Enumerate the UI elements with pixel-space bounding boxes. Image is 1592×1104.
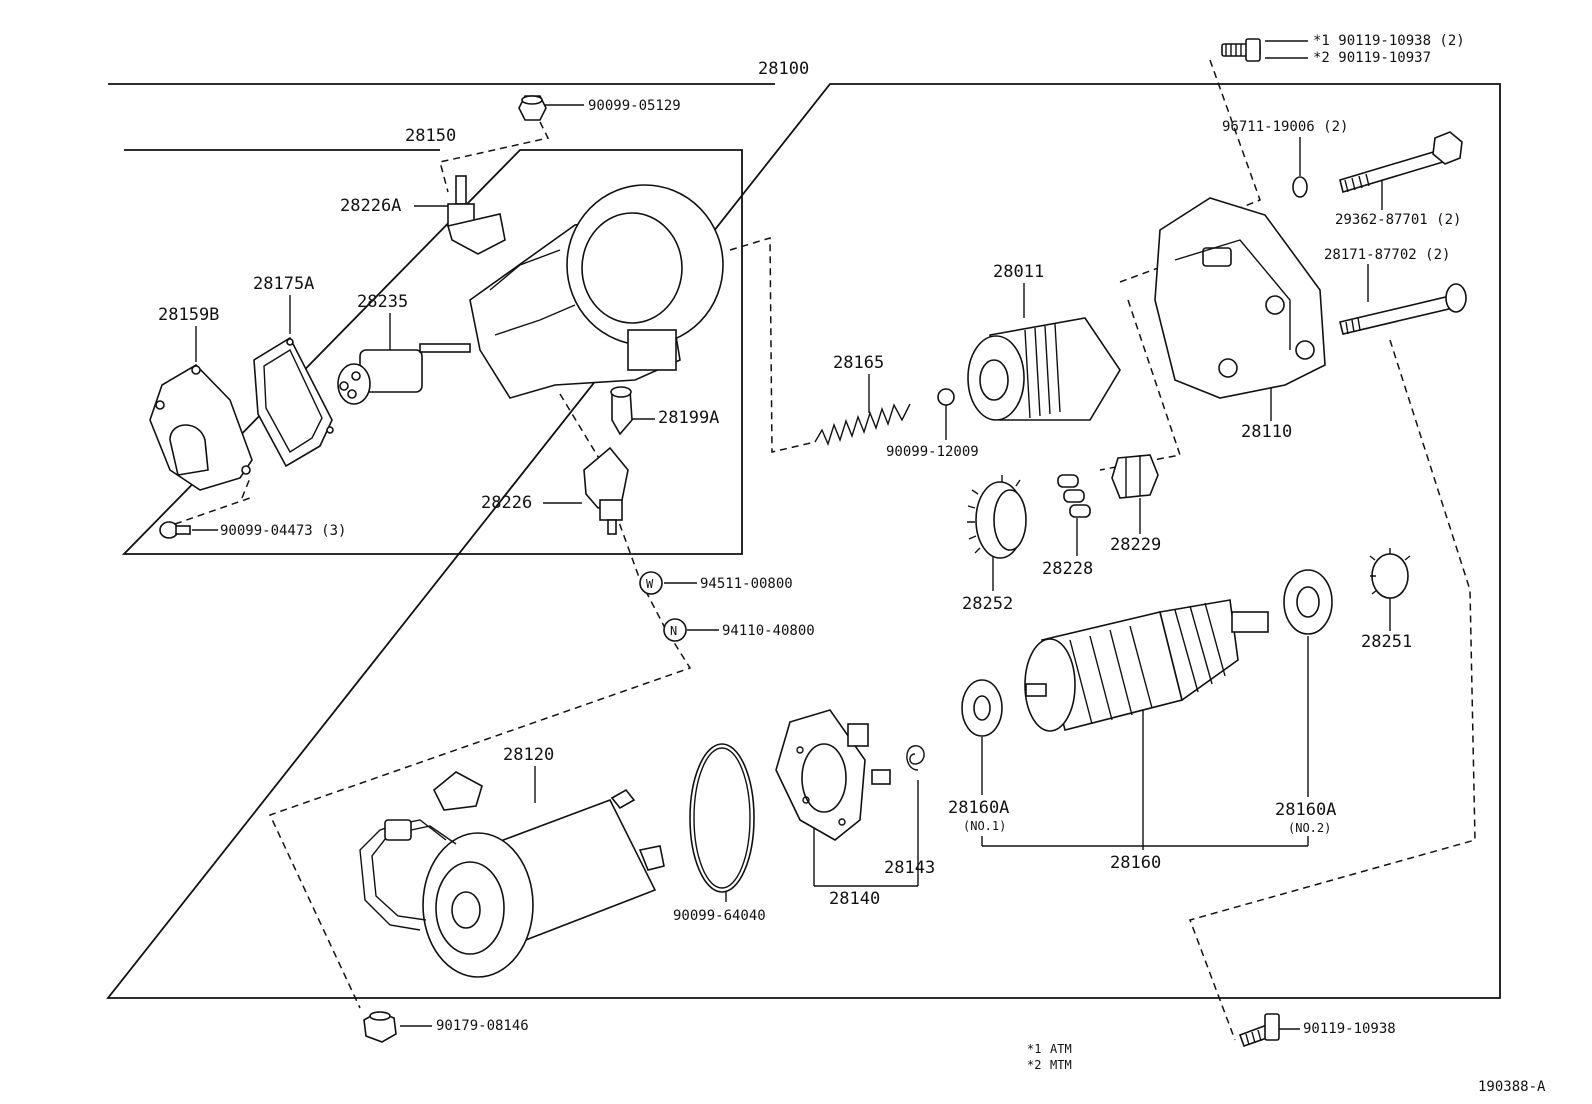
bearing-1 (961, 679, 1003, 737)
yoke (359, 771, 665, 978)
idle-gear (967, 475, 1027, 559)
contact (583, 446, 629, 535)
nut-top (518, 95, 547, 121)
through-bolt (1339, 131, 1463, 194)
label-bearing-1: 28160A (948, 798, 1009, 818)
label-housing-assy: 28150 (405, 126, 456, 146)
label-gasket: 28175A (253, 274, 314, 294)
label-bearing-1-note: (NO.1) (963, 819, 1006, 833)
label-holder: 28199A (658, 408, 719, 428)
oring-big (689, 743, 755, 893)
footnote-2-text: MTM (1050, 1058, 1072, 1072)
brush-spring (906, 745, 925, 771)
housing-frame (121, 149, 743, 555)
bolt-bottom (1238, 1013, 1280, 1048)
armature (1024, 599, 1269, 732)
label-housing: 28110 (1241, 422, 1292, 442)
label-yoke: 28120 (503, 745, 554, 765)
brush-holder (775, 709, 891, 841)
label-bearing-2: 28160A (1275, 800, 1336, 820)
nut-n: N (663, 618, 687, 642)
footnote-2-mark: *2 (1027, 1058, 1041, 1072)
label-gear-idle: 28252 (962, 594, 1013, 614)
svg-text:W: W (646, 577, 654, 591)
label-retainer: 28229 (1110, 535, 1161, 555)
leader-lines (192, 40, 1391, 1030)
steel-ball (937, 388, 955, 406)
label-nut-bottom: 90179-08146 (436, 1018, 529, 1034)
label-screw-cover: 90099-04473 (3) (220, 523, 346, 539)
label-cover: 28159B (158, 305, 219, 325)
label-washer: 94511-00800 (700, 576, 793, 592)
switch-housing (469, 184, 724, 399)
label-bolt-bottom: 90119-10938 (1303, 1021, 1396, 1037)
label-ball: 90099-12009 (886, 444, 979, 460)
label-oring-small: 96711-19006 (2) (1222, 119, 1348, 135)
plunger (337, 343, 471, 405)
bolt-top (1221, 38, 1261, 62)
label-gear-small: 28251 (1361, 632, 1412, 652)
through-bolt-2 (1339, 283, 1467, 335)
oring-small (1292, 176, 1308, 198)
svg-text:N: N (670, 624, 677, 638)
label-brush-spring: 28143 (884, 858, 935, 878)
retainer (1111, 454, 1159, 499)
label-armature: 28160 (1110, 853, 1161, 873)
label-contact: 28226 (481, 493, 532, 513)
contact-a (446, 175, 506, 255)
label-oring-big: 90099-64040 (673, 908, 766, 924)
holder (610, 386, 633, 436)
label-through-bolt-2: 28171-87702 (2) (1324, 247, 1450, 263)
gasket (253, 336, 334, 468)
clutch (967, 317, 1121, 421)
label-assembly: 28100 (758, 59, 809, 79)
footnote-1-mark: *1 (1027, 1042, 1041, 1056)
label-bolt-top-alt: *2 90119-10937 (1313, 50, 1431, 66)
label-contact-a: 28226A (340, 196, 401, 216)
diagram-id: 190388-A (1478, 1079, 1546, 1095)
spring (814, 403, 911, 447)
assembly-frame (106, 83, 1501, 999)
washer: W (639, 571, 663, 595)
label-brush-holder: 28140 (829, 889, 880, 909)
label-plunger: 28235 (357, 292, 408, 312)
footnote-1-text: ATM (1050, 1042, 1072, 1056)
label-spring: 28165 (833, 353, 884, 373)
small-gear (1369, 548, 1411, 599)
label-through-bolt: 29362-87701 (2) (1335, 212, 1461, 228)
cover (149, 363, 253, 491)
label-bearing-2-note: (NO.2) (1288, 821, 1331, 835)
screw-cover (159, 521, 191, 539)
label-clutch: 28011 (993, 262, 1044, 282)
bearing-2 (1283, 569, 1333, 635)
label-bolt-top: *1 90119-10938 (2) (1313, 33, 1465, 49)
label-rollers: 28228 (1042, 559, 1093, 579)
nut-bottom (363, 1011, 397, 1043)
label-nut-top: 90099-05129 (588, 98, 681, 114)
label-nut-n: 94110-40800 (722, 623, 815, 639)
housing (1154, 197, 1326, 399)
rollers (1057, 474, 1091, 518)
